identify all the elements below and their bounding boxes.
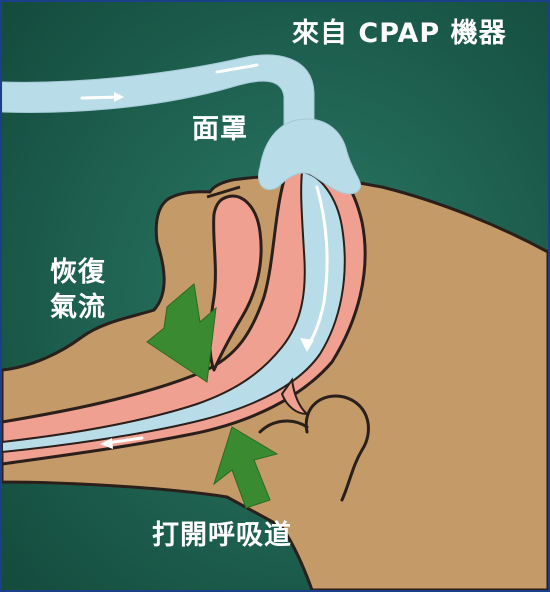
label-from-cpap-machine: 來自 CPAP 機器	[292, 18, 507, 50]
label-open-airway: 打開呼吸道	[152, 520, 292, 552]
label-restore-airflow-line2: 氣流	[50, 292, 106, 324]
label-restore-airflow-line1: 恢復	[50, 257, 106, 289]
label-mask: 面罩	[192, 114, 248, 146]
